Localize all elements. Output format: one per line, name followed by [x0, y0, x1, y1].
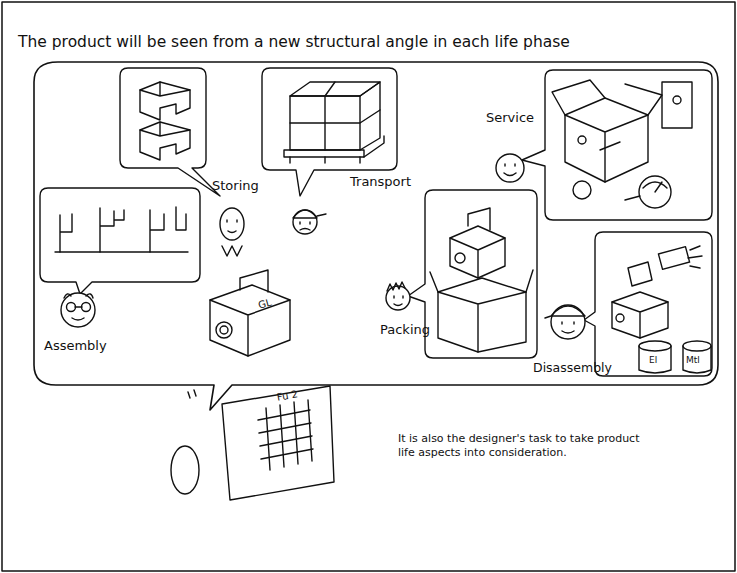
disassembly-bubble — [584, 232, 712, 376]
face-packer — [387, 282, 405, 306]
service-bubble — [639, 176, 671, 208]
product-marking: GL — [257, 297, 273, 313]
face-packer — [386, 282, 410, 310]
face-assembler — [61, 293, 95, 327]
face-storer — [222, 220, 242, 256]
disassembly-bubble — [639, 346, 671, 373]
storing-bubble — [120, 68, 220, 196]
phase-label: Packing — [380, 322, 430, 338]
phase-label: Assembly — [44, 338, 107, 354]
packing-bubble — [438, 292, 526, 352]
camera-product — [216, 322, 232, 338]
face-packer — [386, 286, 410, 310]
service-bubble — [662, 82, 692, 128]
service-bubble — [565, 115, 648, 182]
phase-label: Storing — [212, 178, 259, 194]
storing-bubble — [120, 68, 220, 196]
storing-bubble — [140, 82, 190, 96]
transport-bubble — [284, 150, 364, 157]
designer-figure — [188, 390, 196, 398]
assembly-bubble — [40, 188, 200, 294]
disassembly-bubble — [639, 341, 671, 351]
service-bubble — [573, 181, 591, 199]
disassembly-bubble — [584, 232, 712, 376]
service-bubble — [600, 142, 640, 200]
drawing-pad — [222, 386, 334, 500]
thought-bubble — [34, 62, 718, 410]
designer-figure — [171, 446, 199, 494]
assembly-bubble — [40, 188, 200, 294]
drawing-pad — [222, 386, 334, 500]
face-transporter — [293, 210, 326, 234]
storing-bubble — [140, 122, 190, 160]
transport-bubble — [290, 136, 384, 163]
phase-label: Transport — [350, 174, 411, 190]
disassembly-bubble — [688, 246, 702, 268]
drawing-pad — [266, 400, 312, 470]
camera-product — [210, 270, 290, 356]
packing-bubble — [450, 238, 505, 278]
face-service — [504, 164, 516, 176]
camera-product — [210, 285, 290, 356]
face-storer — [220, 208, 244, 240]
disassembly-bubble — [683, 346, 711, 373]
sketch-marking: Fu 2 — [276, 388, 299, 404]
packing-bubble — [450, 226, 505, 278]
bin-label: El — [649, 355, 657, 366]
assembly-bubble — [100, 208, 124, 252]
face-assembler — [61, 293, 95, 327]
camera-product — [210, 300, 290, 356]
title: The product will be seen from a new stru… — [18, 33, 570, 52]
service-bubble — [578, 136, 586, 144]
storing-bubble — [140, 122, 190, 136]
packing-bubble — [468, 208, 490, 230]
disassembly-bubble — [658, 247, 689, 270]
disassembly-bubble — [612, 302, 668, 338]
assembly-bubble — [60, 214, 72, 252]
designer-figure — [171, 390, 199, 494]
packing-bubble — [455, 253, 465, 263]
thought-bubble — [34, 62, 718, 410]
face-disassembler — [545, 306, 585, 333]
assembly-bubble — [150, 210, 164, 252]
service-bubble — [552, 80, 662, 115]
assembly-bubble — [176, 207, 186, 230]
packing-bubble — [438, 278, 526, 352]
phase-label: Disassembly — [533, 360, 612, 376]
packing-bubble — [430, 270, 533, 292]
disassembly-bubble — [612, 292, 668, 338]
face-service — [496, 154, 524, 182]
face-transporter — [293, 210, 326, 230]
assembly-bubble — [55, 251, 188, 252]
disassembly-bubble — [683, 341, 711, 351]
service-bubble — [522, 70, 712, 220]
face-assembler — [64, 294, 93, 320]
face-disassembler — [545, 305, 585, 339]
face-storer — [220, 208, 244, 256]
service-bubble — [565, 98, 648, 182]
face-assembler — [82, 303, 91, 312]
face-assembler — [67, 303, 76, 312]
camera-product — [220, 326, 228, 334]
storing-bubble — [140, 82, 190, 120]
service-bubble — [522, 70, 712, 220]
phase-label: Service — [486, 110, 534, 126]
face-service — [496, 154, 524, 182]
camera-product — [240, 270, 268, 292]
transport-bubble — [290, 82, 380, 96]
disassembly-bubble — [616, 314, 624, 322]
service-bubble — [643, 182, 667, 192]
transport-bubble — [290, 82, 380, 150]
bin-label: Mtl — [686, 355, 700, 366]
disassembly-bubble — [628, 262, 652, 286]
note-text: It is also the designer's task to take p… — [398, 432, 648, 460]
service-bubble — [673, 96, 681, 104]
